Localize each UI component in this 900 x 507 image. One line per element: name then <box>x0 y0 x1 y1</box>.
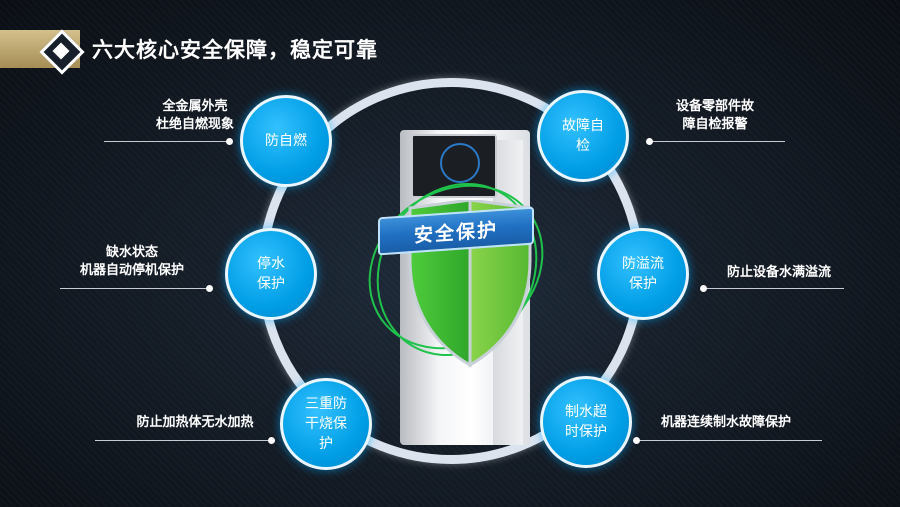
callout-line <box>637 440 822 441</box>
callout-self-check: 设备零部件故 障自检报警 <box>675 99 754 132</box>
callout-line <box>60 288 210 289</box>
feature-self-check: 故障自 检 <box>537 90 629 182</box>
page-title: 六大核心安全保障，稳定可靠 <box>92 38 378 62</box>
callout-line <box>650 141 785 142</box>
feature-label: 防溢流 保护 <box>622 256 664 292</box>
callout-dot <box>206 285 213 292</box>
feature-anti-combustion: 防自燃 <box>240 95 332 187</box>
feature-overflow-protection: 防溢流 保护 <box>597 228 689 320</box>
feature-label: 故障自 检 <box>562 118 604 154</box>
callout-line <box>95 440 273 441</box>
feature-label: 停水 保护 <box>257 256 285 292</box>
callout-water-cut: 缺水状态 机器自动停机保护 <box>79 245 184 278</box>
callout-dot <box>700 285 707 292</box>
callout-dot <box>226 138 233 145</box>
feature-label: 制水超 时保护 <box>565 404 607 440</box>
callout-line <box>704 288 844 289</box>
callout-dot <box>268 437 275 444</box>
feature-timeout-protection: 制水超 时保护 <box>540 376 632 468</box>
callout-dot <box>646 138 653 145</box>
feature-dry-burn-protection: 三重防 干烧保 护 <box>280 378 372 470</box>
callout-timeout: 机器连续制水故障保护 <box>660 415 791 430</box>
callout-dry-burn: 防止加热体无水加热 <box>136 415 254 430</box>
dial-icon <box>440 143 480 183</box>
feature-label: 防自燃 <box>265 133 307 149</box>
callout-anti-combustion: 全金属外壳 杜绝自燃现象 <box>155 99 234 132</box>
banner-label: 安全保护 <box>413 218 498 247</box>
callout-overflow: 防止设备水满溢流 <box>726 265 831 280</box>
feature-water-cut-protection: 停水 保护 <box>225 228 317 320</box>
callout-line <box>104 141 230 142</box>
feature-label: 三重防 干烧保 护 <box>305 396 347 452</box>
callout-dot <box>633 437 640 444</box>
